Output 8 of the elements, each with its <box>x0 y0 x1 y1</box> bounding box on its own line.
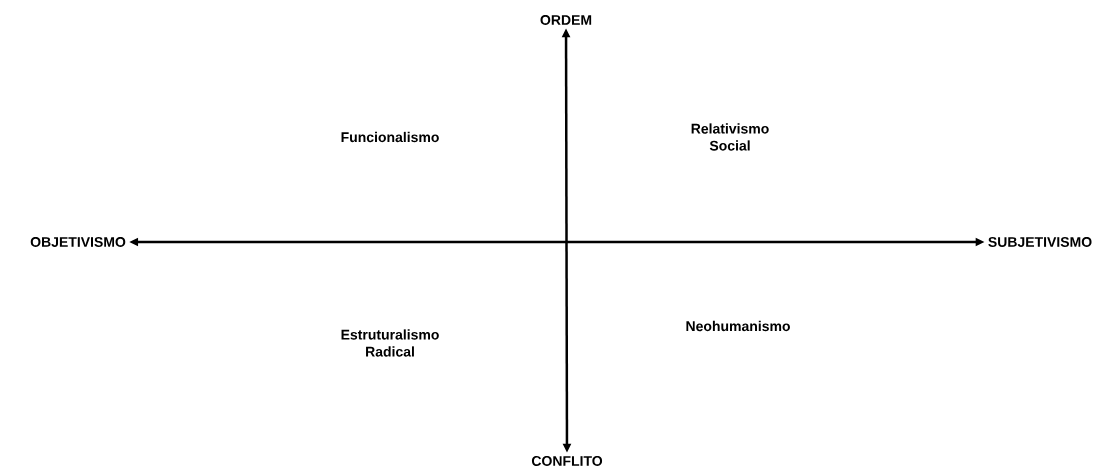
axis-label: SUBJETIVISMO <box>988 237 1092 247</box>
axis-label: OBJETIVISMO <box>30 237 126 247</box>
axis-label: ORDEM <box>540 15 592 25</box>
axis-label: CONFLITO <box>531 456 603 466</box>
quadrant-label: Funcionalismo <box>341 131 439 143</box>
quadrant-label: Estruturalismo Radical <box>341 329 439 357</box>
quadrant-label: Neohumanismo <box>686 320 790 332</box>
quadrant-label: Relativismo Social <box>691 123 769 151</box>
